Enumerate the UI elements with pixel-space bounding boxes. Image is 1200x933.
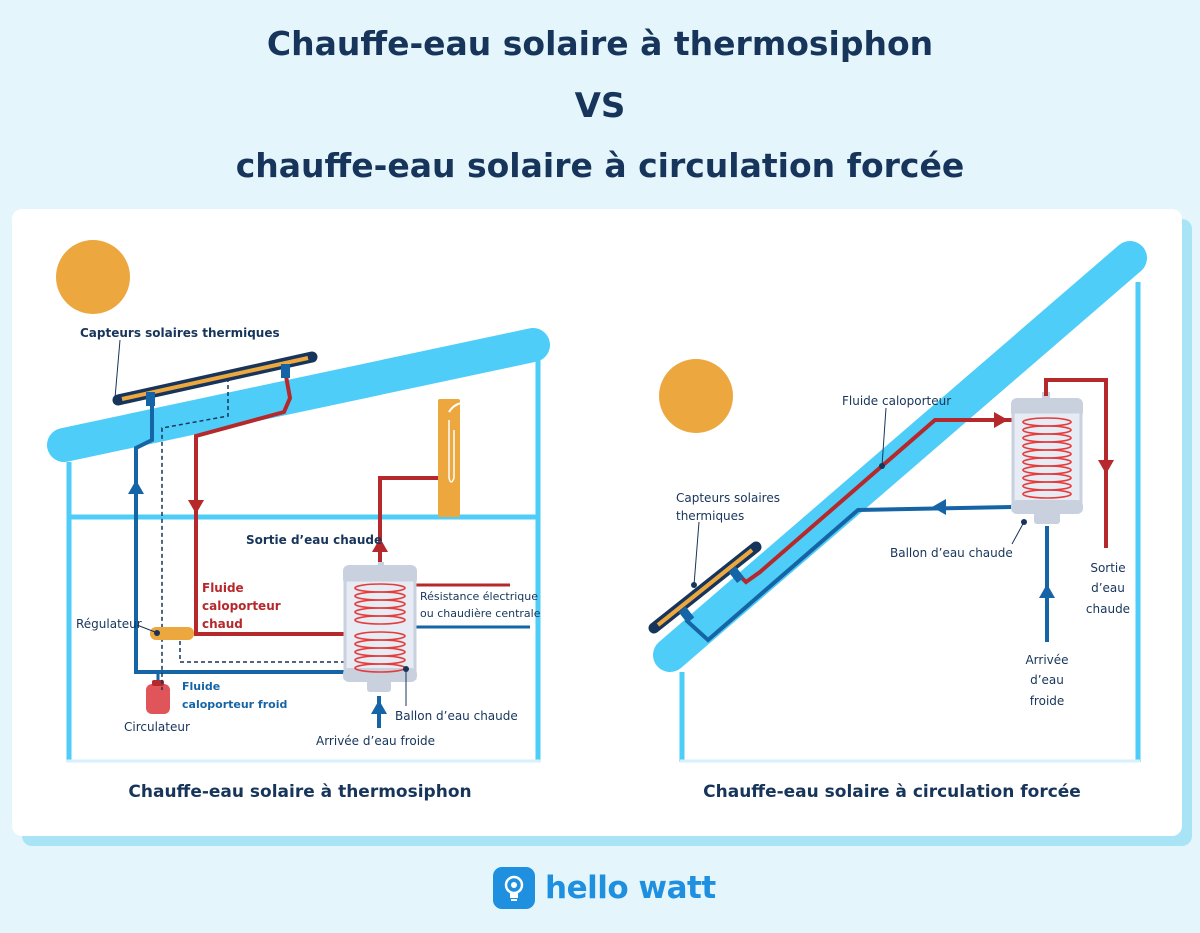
- label-cold-in-right-3: froide: [1030, 694, 1065, 708]
- cold-water-in-arrow-icon: [371, 700, 387, 714]
- left-control-line-1: [161, 378, 229, 690]
- label-fluid-right: Fluide caloporteur: [842, 394, 951, 408]
- lightbulb-icon: [493, 867, 535, 909]
- page-title-vs: VS: [574, 86, 626, 126]
- brand-name: hello watt: [545, 870, 716, 906]
- right-sun-icon: [659, 359, 733, 433]
- label-collectors-right-2: thermiques: [676, 509, 744, 523]
- label-hot-fluid-1: Fluide: [202, 581, 244, 595]
- right-hot-arrow-icon: [994, 412, 1008, 428]
- right-cold-in-arrow-icon: [1039, 584, 1055, 598]
- label-tank-right: Ballon d’eau chaude: [890, 546, 1013, 560]
- label-cold-water-in: Arrivée d’eau froide: [316, 734, 435, 748]
- brand-logo[interactable]: hello watt: [493, 864, 716, 912]
- left-tank-coil: [354, 583, 406, 673]
- right-collector-panel: [656, 548, 754, 627]
- left-control-line-2: [179, 634, 400, 663]
- label-hot-fluid-2: caloporteur: [202, 599, 281, 613]
- page-title-line-2: chauffe-eau solaire à circulation forcée: [235, 146, 965, 185]
- label-resistance-2: ou chaudière centrale: [420, 607, 541, 620]
- label-collectors-right-1: Capteurs solaires: [676, 491, 780, 505]
- right-tank-coil: [1022, 417, 1072, 499]
- circulator-pump-icon: [146, 684, 170, 714]
- left-hot-water-out-pipe: [378, 476, 438, 565]
- label-tank-left: Ballon d’eau chaude: [395, 709, 518, 723]
- label-hot-fluid-3: chaud: [202, 617, 243, 631]
- label-hot-out-right-1: Sortie: [1090, 561, 1125, 575]
- caption-forced-circulation: Chauffe-eau solaire à circulation forcée: [703, 782, 1081, 802]
- right-hot-out-arrow-icon: [1098, 460, 1114, 474]
- diagram-card: [12, 209, 1182, 836]
- right-roof: [653, 241, 1147, 672]
- caption-thermosiphon: Chauffe-eau solaire à thermosiphon: [128, 782, 472, 802]
- label-hot-out-right-2: d’eau: [1091, 581, 1125, 595]
- left-roof: [47, 328, 550, 462]
- left-sun-icon: [56, 240, 130, 314]
- label-regulator: Régulateur: [76, 617, 142, 631]
- label-hot-out-right-3: chaude: [1086, 602, 1130, 616]
- label-resistance-1: Résistance électrique: [420, 590, 538, 603]
- label-cold-in-right-1: Arrivée: [1025, 653, 1068, 667]
- left-hot-pipe: [194, 375, 345, 636]
- right-cold-arrow-icon: [932, 499, 946, 515]
- left-cold-arrow-icon: [128, 480, 144, 494]
- regulator-icon: [150, 627, 194, 640]
- page-title-line-1: Chauffe-eau solaire à thermosiphon: [266, 24, 934, 63]
- right-diagram: Fluide caloporteur Capteurs solaires the…: [648, 241, 1147, 763]
- label-hot-water-out: Sortie d’eau chaude: [246, 533, 382, 547]
- left-hot-arrow-icon: [188, 500, 204, 514]
- hot-water-out-arrow-icon: [372, 538, 388, 552]
- label-cold-in-right-2: d’eau: [1030, 673, 1064, 687]
- label-circulator: Circulateur: [124, 720, 190, 734]
- label-collectors: Capteurs solaires thermiques: [80, 326, 280, 340]
- left-diagram: Capteurs solaires thermiques Sortie d’ea…: [47, 240, 550, 763]
- left-cold-pipe: [134, 400, 345, 674]
- label-cold-fluid-2: caloporteur froid: [182, 698, 287, 711]
- label-cold-fluid-1: Fluide: [182, 680, 220, 693]
